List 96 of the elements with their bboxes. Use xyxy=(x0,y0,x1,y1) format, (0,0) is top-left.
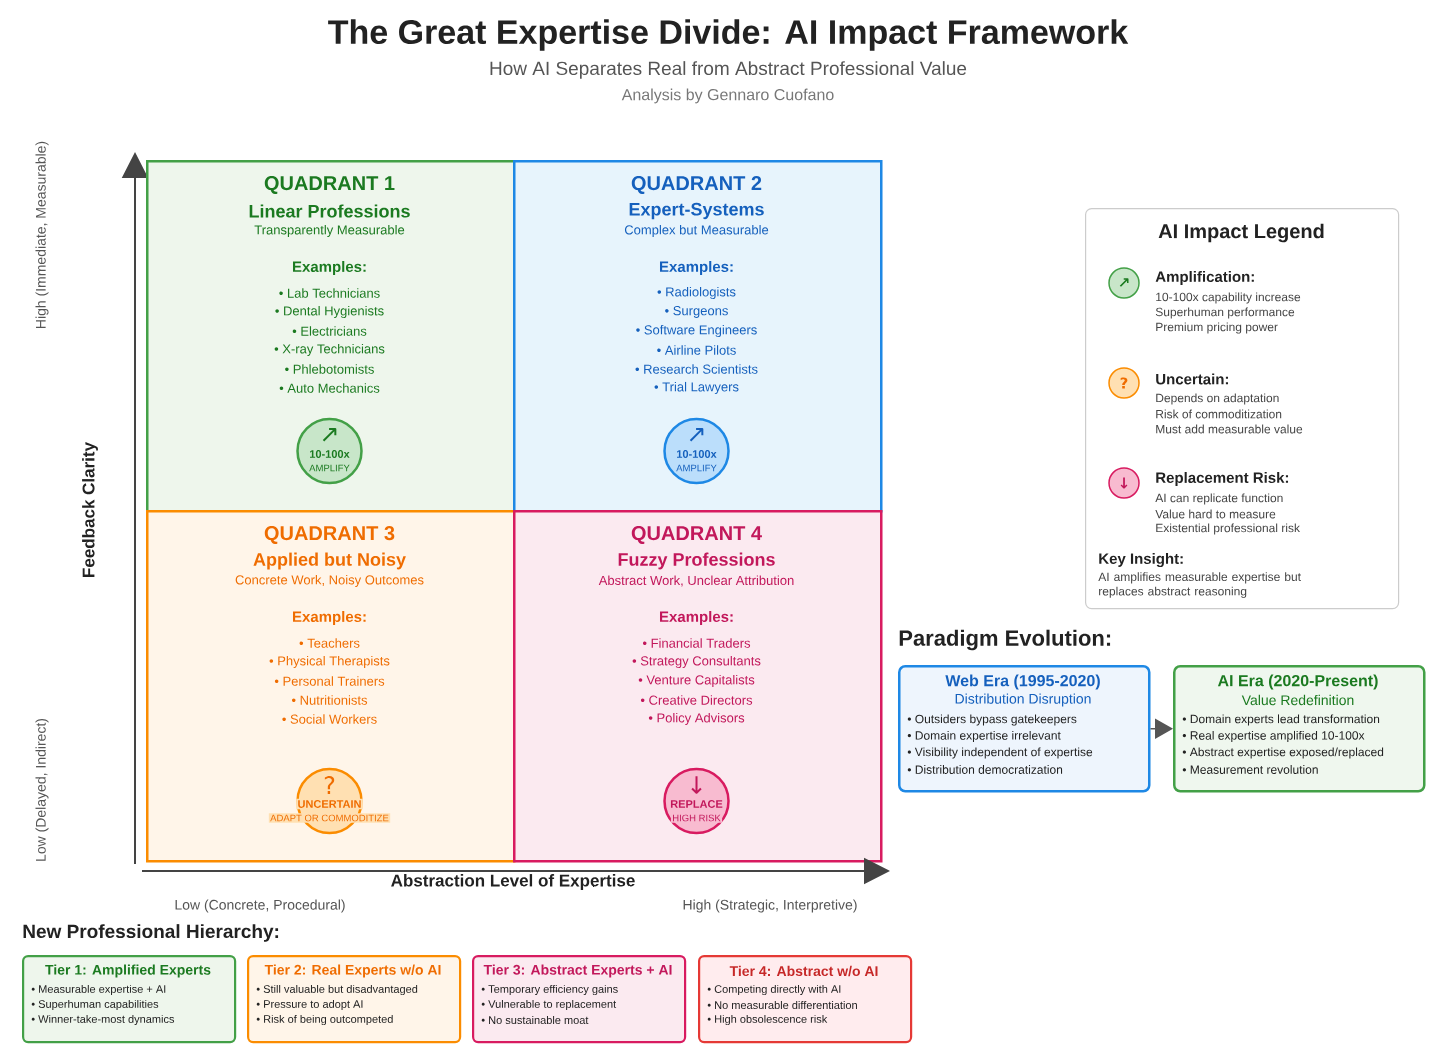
era-item: • Domain experts lead transformation xyxy=(1182,714,1380,726)
quadrant-title: Linear Professions xyxy=(249,204,410,218)
example-item: • Lab Technicians xyxy=(279,288,380,298)
legend-description: Value hard to measure xyxy=(1155,509,1276,519)
quadrant-title: Expert-Systems xyxy=(629,202,764,220)
tier-item: • Competing directly with AI xyxy=(707,984,841,996)
tier-title: Tier 2: Real Experts w/o AI xyxy=(264,964,441,978)
legend-description: Superhuman performance xyxy=(1155,307,1295,319)
tier-item: • Measurable expertise + AI xyxy=(31,984,166,996)
era-item: • Domain expertise irrelevant xyxy=(907,730,1061,743)
key-insight-heading: Key Insight: xyxy=(1099,552,1183,567)
axis-tick-label: Low (Delayed, Indirect) xyxy=(35,718,49,861)
tier-title: Tier 3: Abstract Experts + AI xyxy=(483,964,672,978)
impact-badge: ↗ 10-100x AMPLIFY xyxy=(296,417,363,485)
example-item: • Trial Lawyers xyxy=(654,381,739,395)
example-item: • Physical Therapists xyxy=(269,655,390,669)
legend-heading: Amplification: xyxy=(1155,271,1254,285)
example-item: • Creative Directors xyxy=(640,695,753,705)
example-item: • Financial Traders xyxy=(643,638,751,648)
legend-description: 10-100x capability increase xyxy=(1156,292,1301,304)
impact-badge: ? UNCERTAIN ADAPT OR COMMODITIZE xyxy=(268,767,391,835)
example-item: • Venture Capitalists xyxy=(638,674,755,688)
title: The Great Expertise Divide: AI Impact Framework xyxy=(328,19,1129,51)
era-title: AI Era (2020-Present) xyxy=(1217,674,1378,690)
axis-tick-label: Low (Concrete, Procedural) xyxy=(175,899,345,913)
tier-item: • Vulnerable to replacement xyxy=(481,999,617,1011)
axis-title: Feedback Clarity xyxy=(82,442,98,577)
quadrant-description: Transparently Measurable xyxy=(254,224,405,238)
key-insight-text: AI amplifies measurable expertise but replaces abstract reasoning xyxy=(1098,572,1301,598)
example-item: • Electricians xyxy=(292,326,367,336)
era-subtitle: Value Redefinition xyxy=(1241,694,1354,706)
tier-title: Tier 4: Abstract w/o AI xyxy=(729,965,878,977)
example-item: • Surgeons xyxy=(665,306,728,318)
impact-badge: ↗ 10-100x AMPLIFY xyxy=(663,417,730,485)
axis-tick-label: High (Immediate, Measurable) xyxy=(35,141,49,328)
example-item: • Research Scientists xyxy=(635,364,758,374)
example-item: • Personal Trainers xyxy=(274,676,385,686)
quadrant-title: Applied but Noisy xyxy=(253,552,406,570)
tier-item: • Pressure to adopt AI xyxy=(256,999,363,1011)
era-subtitle: Distribution Disruption xyxy=(955,693,1091,707)
quadrant-heading: QUADRANT 3 xyxy=(264,526,395,544)
subtitle: How AI Separates Real from Abstract Professional Value xyxy=(490,61,967,79)
quadrant-description: Concrete Work, Noisy Outcomes xyxy=(235,574,424,588)
example-item: • Nutritionists xyxy=(292,695,368,705)
examples-heading: Examples: xyxy=(660,611,733,625)
quadrant-description: Complex but Measurable xyxy=(624,224,769,238)
tier-item: • Temporary efficiency gains xyxy=(481,984,618,996)
example-item: • Social Workers xyxy=(282,714,377,724)
example-item: • Auto Mechanics xyxy=(279,383,380,393)
impact-badge: ↓ REPLACE HIGH RISK xyxy=(663,767,730,835)
example-item: • Airline Pilots xyxy=(657,345,736,355)
example-item: • Teachers xyxy=(299,638,360,648)
axis-tick-label: High (Strategic, Interpretive) xyxy=(683,899,857,913)
legend-description: AI can replicate function xyxy=(1155,493,1283,505)
tier-item: • Superhuman capabilities xyxy=(31,999,159,1011)
era-item: • Outsiders bypass gatekeepers xyxy=(907,714,1077,726)
era-item: • Real expertise amplified 10-100x xyxy=(1182,730,1365,743)
section-heading: New Professional Hierarchy: xyxy=(23,924,279,942)
axis-title: Abstraction Level of Expertise xyxy=(391,874,635,890)
examples-heading: Examples: xyxy=(293,261,366,275)
legend-heading: Uncertain: xyxy=(1156,373,1228,385)
examples-heading: Examples: xyxy=(660,261,733,275)
legend-heading: Replacement Risk: xyxy=(1156,472,1289,486)
example-item: • Phlebotomists xyxy=(285,364,374,374)
legend-description: Risk of commoditization xyxy=(1156,409,1282,419)
tier-item: • Risk of being outcompeted xyxy=(256,1014,393,1026)
era-item: • Visibility independent of expertise xyxy=(907,747,1093,759)
example-item: • X-ray Technicians xyxy=(274,343,385,357)
legend-description: Must add measurable value xyxy=(1156,424,1303,434)
tier-item: • Still valuable but disadvantaged xyxy=(256,984,418,996)
tier-title: Tier 1: Amplified Experts xyxy=(45,964,211,978)
era-title: Web Era (1995-2020) xyxy=(945,674,1100,690)
era-item: • Distribution democratization xyxy=(907,765,1063,774)
quadrant-title: Fuzzy Professions xyxy=(618,552,775,570)
author-line: Analysis by Gennaro Cuofano xyxy=(621,88,834,104)
quadrant-heading: QUADRANT 2 xyxy=(631,176,762,194)
example-item: • Software Engineers xyxy=(636,324,757,338)
quadrant-description: Abstract Work, Unclear Attribution xyxy=(598,575,794,587)
example-item: • Strategy Consultants xyxy=(632,655,761,669)
legend-description: Depends on adaptation xyxy=(1156,393,1279,405)
examples-heading: Examples: xyxy=(293,611,366,625)
tier-item: • No measurable differentiation xyxy=(707,1000,857,1010)
example-item: • Dental Hygienists xyxy=(275,305,384,319)
example-item: • Radiologists xyxy=(657,286,736,300)
legend-description: Existential professional risk xyxy=(1156,523,1300,535)
tier-item: • High obsolescence risk xyxy=(707,1014,828,1026)
legend-description: Premium pricing power xyxy=(1156,322,1278,334)
example-item: • Policy Advisors xyxy=(648,712,745,726)
era-item: • Measurement revolution xyxy=(1182,765,1318,774)
tier-item: • No sustainable moat xyxy=(481,1015,589,1025)
quadrant-heading: QUADRANT 4 xyxy=(631,526,762,544)
arrow xyxy=(1149,718,1173,739)
tier-item: • Winner-take-most dynamics xyxy=(31,1014,175,1026)
legend-title: AI Impact Legend xyxy=(1158,223,1324,243)
era-item: • Abstract expertise exposed/replaced xyxy=(1182,747,1384,759)
quadrant-heading: QUADRANT 1 xyxy=(264,176,395,194)
